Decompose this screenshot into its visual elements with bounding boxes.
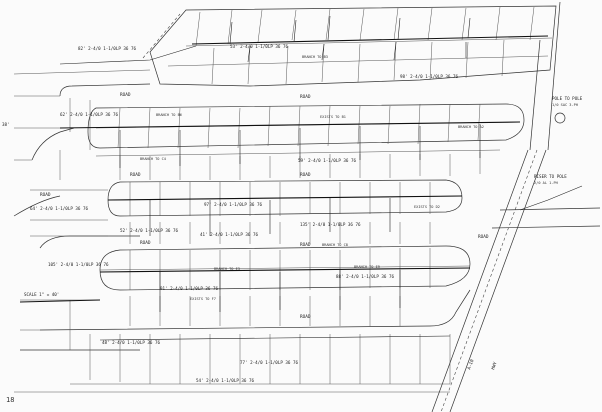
pole-note-detail: 2/0 AL 1-PH bbox=[534, 181, 558, 185]
road-label: ROAD bbox=[300, 94, 311, 100]
unit-callout: BRANCH TO B3 bbox=[302, 55, 328, 59]
cable-callout: 64' 2-4/0 1-1/0LP 36 76 bbox=[30, 206, 88, 211]
cable-callout: 59' 2-4/0 1-1/0LP 36 76 bbox=[298, 158, 356, 163]
cable-callout: 52' 2-4/0 1-1/0LP 36 76 bbox=[120, 228, 178, 233]
cable-callout: 88' 2-4/0 1-1/0LP 36 76 bbox=[336, 274, 394, 279]
unit-callout: EXISTS TO F7 bbox=[190, 297, 216, 301]
unit-callout: EXISTS TO D2 bbox=[414, 205, 440, 209]
top-lot-block bbox=[142, 5, 557, 87]
road-label: ROAD bbox=[120, 92, 131, 98]
unit-callout: BRANCH TO B6 bbox=[156, 113, 182, 117]
unit-callout: EXISTS TO B1 bbox=[320, 115, 346, 119]
road-label: ROAD bbox=[300, 172, 311, 178]
unit-callout: BRANCH TO C8 bbox=[322, 243, 348, 247]
cable-callouts: 53' 2-4/0 1-1/0LP 36 76 82' 2-4/0 1-1/0L… bbox=[30, 44, 458, 383]
cable-callout: 62' 2-4/0 1-1/0LP 36 76 bbox=[60, 112, 118, 117]
road-label: ROAD bbox=[130, 172, 141, 178]
cable-callout: 105' 2-4/0 1-1/0LP 36 76 bbox=[48, 262, 109, 267]
highway bbox=[431, 1, 601, 412]
lot-lines bbox=[13, 69, 521, 393]
cable-callout: 82' 2-4/0 1-1/0LP 36 76 bbox=[78, 46, 136, 51]
road-label: ROAD bbox=[300, 314, 311, 320]
highway-label-a: A-10 bbox=[466, 358, 475, 370]
unit-callout: BRANCH TO E3 bbox=[214, 267, 240, 271]
pole-note-title: POLE TO POLE bbox=[552, 96, 583, 101]
cable-callout: 91' 2-4/0 1-1/0LP 36 76 bbox=[160, 286, 218, 291]
distribution-mains bbox=[19, 45, 521, 341]
page-number: 18 bbox=[6, 396, 14, 404]
cable-callout: 97' 2-4/0 1-1/0LP 36 76 bbox=[204, 202, 262, 207]
cable-callout: 54' 2-4/0 1-1/0LP 36 76 bbox=[196, 378, 254, 383]
road-labels: ROAD ROAD ROAD ROAD ROAD ROAD ROAD ROAD … bbox=[40, 92, 499, 371]
unit-callout: BRANCH TO E9 bbox=[354, 265, 380, 269]
cable-callout: 77' 2-4/0 1-1/0LP 36 76 bbox=[240, 360, 298, 365]
road-label: ROAD bbox=[140, 240, 151, 246]
edge-dimension: 38' bbox=[2, 122, 10, 127]
cable-callout: 48' 2-4/0 1-1/0LP 36 76 bbox=[102, 340, 160, 345]
cable-callout: 135' 2-4/0 1-1/0LP 36 76 bbox=[300, 222, 361, 227]
road-curbs bbox=[13, 83, 525, 351]
cable-callout: 53' 2-4/0 1-1/0LP 36 76 bbox=[230, 44, 288, 49]
unit-callouts: BRANCH TO B3 BRANCH TO B6 EXISTS TO B1 B… bbox=[140, 55, 484, 301]
road-label: ROAD bbox=[300, 242, 311, 248]
scale-note: SCALE 1" = 40' bbox=[24, 292, 59, 297]
pole-note-title: RISER TO POLE bbox=[534, 174, 567, 179]
unit-callout: BRANCH TO C4 bbox=[140, 157, 166, 161]
road-label: ROAD bbox=[478, 234, 489, 240]
pole-note-detail: 1/0 SAC 3-PH bbox=[552, 103, 578, 107]
cable-callout: 41' 2-4/0 1-1/0LP 36 76 bbox=[200, 232, 258, 237]
pole-notes: POLE TO POLE 1/0 SAC 3-PH RISER TO POLE … bbox=[2, 96, 583, 297]
cable-callout: 98' 2-4/0 1-1/0LP 36 76 bbox=[400, 74, 458, 79]
highway-label-b: HWY bbox=[490, 361, 498, 371]
road-label: ROAD bbox=[40, 192, 51, 198]
unit-callout: BRANCH TO A2 bbox=[458, 125, 484, 129]
